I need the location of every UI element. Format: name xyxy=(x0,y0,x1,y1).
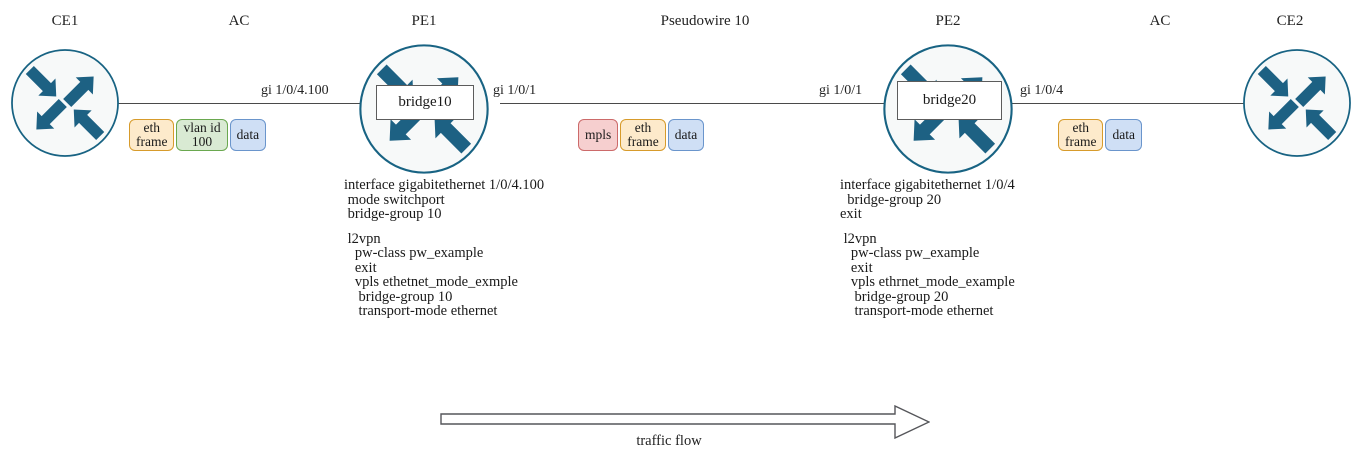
bridge-box-bridge10[interactable]: bridge10 xyxy=(376,85,474,120)
router-node-ce2[interactable] xyxy=(1242,48,1352,158)
config-line: exit xyxy=(344,259,377,276)
section-label-pe2: PE2 xyxy=(935,13,961,29)
packet-field-text: data xyxy=(674,126,698,142)
packet-field-text: vlan id xyxy=(183,119,221,135)
packet-field-text: 100 xyxy=(191,134,213,149)
section-label-ce1: CE1 xyxy=(51,13,79,29)
packet-field-text: eth xyxy=(143,119,160,135)
packet-field-text: eth xyxy=(1072,119,1089,135)
config-line: bridge-group 10 xyxy=(344,206,442,222)
link-ce1-pe1 xyxy=(112,103,372,104)
config-line: l2vpn xyxy=(344,230,381,247)
packet-field-text: data xyxy=(1112,126,1135,142)
config-line: transport-mode ethernet xyxy=(840,303,994,319)
section-label-ac: AC xyxy=(228,13,250,29)
packet-field-data: data xyxy=(229,119,267,151)
pe1-config: interface gigabitethernet 1/0/4.100 mode… xyxy=(344,178,544,319)
config-line: pw-class pw_example xyxy=(344,245,484,261)
interface-label: gi 1/0/4.100 xyxy=(261,83,329,98)
interface-label: gi 1/0/4 xyxy=(1020,83,1064,98)
section-label-ce2: CE2 xyxy=(1276,13,1304,29)
pe2-config: interface gigabitethernet 1/0/4 bridge-g… xyxy=(840,178,1015,319)
link-pe2-ce2 xyxy=(1004,103,1270,104)
config-line: vpls ethetnet_mode_exmple xyxy=(344,274,518,290)
config-line: exit xyxy=(840,206,862,222)
packet-field-text: frame xyxy=(136,134,168,149)
config-line: interface gigabitethernet 1/0/4 xyxy=(840,177,1015,193)
packet-field-text: data xyxy=(236,126,260,142)
interface-label: gi 1/0/1 xyxy=(819,83,863,98)
packet-field-data: data xyxy=(1105,119,1142,151)
packet-field-text: frame xyxy=(627,134,659,149)
config-line: exit xyxy=(840,259,873,276)
config-line: l2vpn xyxy=(840,230,877,247)
config-line: transport-mode ethernet xyxy=(344,303,498,319)
packet-field-mpls: mpls xyxy=(578,119,619,151)
router-node-ce1[interactable] xyxy=(10,48,120,158)
packet-field-text: mpls xyxy=(585,126,612,142)
section-label-pseudowire-10: Pseudowire 10 xyxy=(660,13,750,29)
packet-field-data: data xyxy=(667,119,705,151)
packet-field-text: frame xyxy=(1065,134,1097,149)
traffic-flow-caption: traffic flow xyxy=(636,433,702,449)
section-label-ac: AC xyxy=(1149,13,1171,29)
config-line xyxy=(344,222,544,232)
section-label-pe1: PE1 xyxy=(411,13,437,29)
config-line: pw-class pw_example xyxy=(840,245,980,261)
config-line: mode switchport xyxy=(344,191,445,208)
bridge-box-bridge20[interactable]: bridge20 xyxy=(897,81,1002,120)
config-line: bridge-group 10 xyxy=(344,288,453,305)
traffic-flow-arrow xyxy=(440,405,930,439)
config-line: bridge-group 20 xyxy=(840,288,949,305)
packet-field-text: eth xyxy=(634,119,652,135)
config-line: bridge-group 20 xyxy=(840,191,942,208)
config-line: interface gigabitethernet 1/0/4.100 xyxy=(344,177,545,193)
interface-label: gi 1/0/1 xyxy=(493,83,537,98)
config-line: vpls ethrnet_mode_example xyxy=(840,274,1015,290)
config-line xyxy=(840,222,1015,232)
link-pe1-pe2 xyxy=(500,103,900,104)
